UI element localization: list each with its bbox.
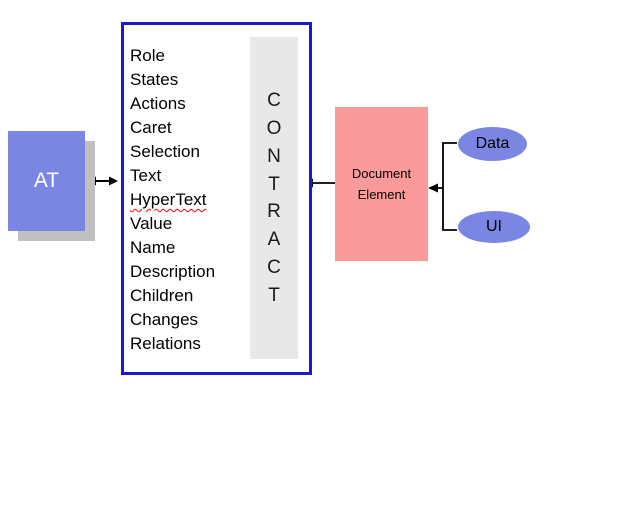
ui-label: UI: [486, 218, 502, 235]
sources-bracket: [428, 142, 457, 231]
contract-letter: O: [266, 117, 282, 139]
bracket-arrowhead: [428, 183, 438, 193]
contract-letter: A: [267, 229, 281, 251]
contract-vertical-band: C O N T R A C T: [250, 37, 298, 359]
at-box: AT: [8, 131, 85, 231]
contract-item: Role: [130, 46, 165, 65]
data-label: Data: [475, 135, 510, 152]
document-element-box: Document Element: [335, 107, 428, 261]
contract-letter: C: [267, 257, 281, 279]
contract-letter: C: [267, 90, 281, 111]
contract-item: Caret: [130, 118, 172, 137]
contract-item: Value: [130, 214, 173, 233]
contract-item: Name: [130, 238, 176, 257]
document-element-label: Document Element: [351, 166, 412, 202]
contract-item-list: Role States Actions Caret Selection Text…: [130, 44, 215, 356]
contract-letter: R: [267, 201, 281, 223]
contract-item: Relations: [130, 334, 201, 353]
contract-item: Changes: [130, 310, 199, 329]
misspelled-word: HyperText: [130, 190, 207, 209]
contract-item: Children: [130, 286, 194, 305]
ui-ellipse: UI: [458, 211, 530, 243]
contract-item: Text: [130, 166, 162, 185]
contract-letter: T: [268, 285, 280, 307]
contract-item: HyperText: [130, 188, 215, 212]
contract-letter: N: [267, 145, 281, 167]
contract-vertical-label: C O N T R A C T: [250, 87, 298, 310]
contract-item: States: [130, 70, 179, 89]
contract-item: Description: [130, 262, 216, 281]
contract-item: Selection: [130, 142, 200, 161]
contract-item: Actions: [130, 94, 186, 113]
at-label: AT: [33, 169, 60, 192]
contract-letter: T: [268, 173, 280, 195]
data-ellipse: Data: [458, 127, 527, 161]
